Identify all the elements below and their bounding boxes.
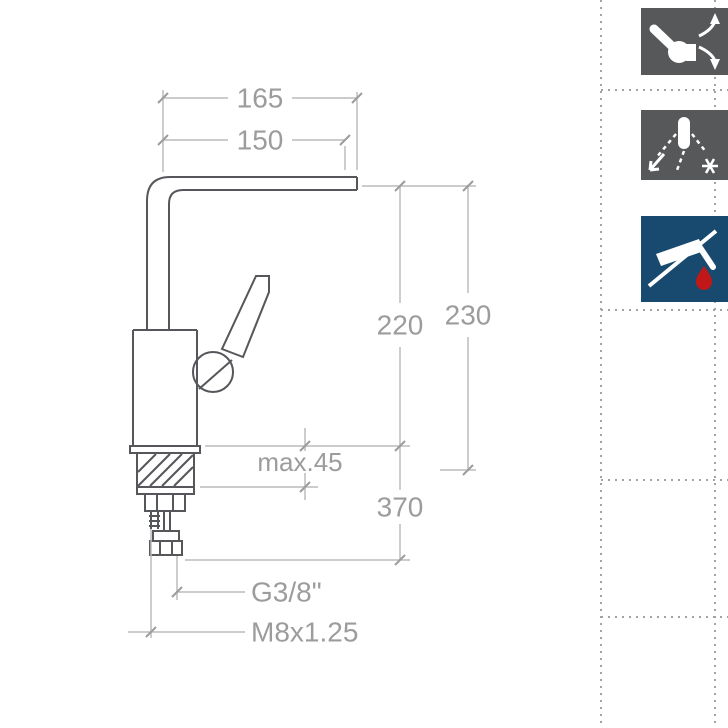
- handle-lever: [220, 275, 270, 359]
- dim-label-220: 220: [377, 310, 424, 341]
- handle-pivot: [192, 351, 234, 393]
- hand-adjust-icon: [649, 13, 720, 70]
- feature-badge-adjustable: [641, 8, 728, 75]
- base-plate: [129, 445, 201, 454]
- snowflake-icon: [702, 158, 718, 174]
- faucet-drawing: [129, 176, 358, 556]
- hose-connector-nut: [149, 540, 183, 556]
- cross-out-slash: [647, 229, 718, 288]
- counter-hatch-lines: [137, 453, 194, 487]
- spray-stream-icon: [648, 117, 718, 174]
- spout-outer-line: [146, 176, 357, 330]
- hose-fitting: [152, 530, 180, 542]
- dashed-grid: [600, 0, 728, 728]
- dim-label-230: 230: [445, 300, 492, 331]
- arrow-up-head: [710, 13, 720, 24]
- dimension-labels: 165 150 220 230 max.45 370 G3/8" M8x1.25: [237, 83, 492, 648]
- spout-inner-line: [168, 189, 357, 330]
- arrow-shaft: [648, 153, 666, 171]
- dim-label-m8: M8x1.25: [251, 617, 358, 648]
- dim-label-370: 370: [377, 492, 424, 523]
- dim-label-150: 150: [237, 125, 284, 156]
- feature-badge-easyclean: [641, 216, 728, 302]
- dim-label-165: 165: [237, 83, 284, 114]
- dimension-ticks: [145, 92, 474, 638]
- washer: [136, 486, 195, 495]
- arrow-head: [648, 160, 653, 171]
- dim-label-max45: max.45: [257, 447, 342, 477]
- water-drop-icon: [696, 266, 712, 290]
- no-tool-icon: [647, 229, 718, 290]
- mounting-nut: [144, 493, 186, 512]
- dim-label-g38: G3/8": [251, 577, 322, 608]
- handle-joint-line: [198, 359, 233, 390]
- feature-badge-spray: [641, 110, 728, 180]
- arrow-down-head: [710, 59, 720, 70]
